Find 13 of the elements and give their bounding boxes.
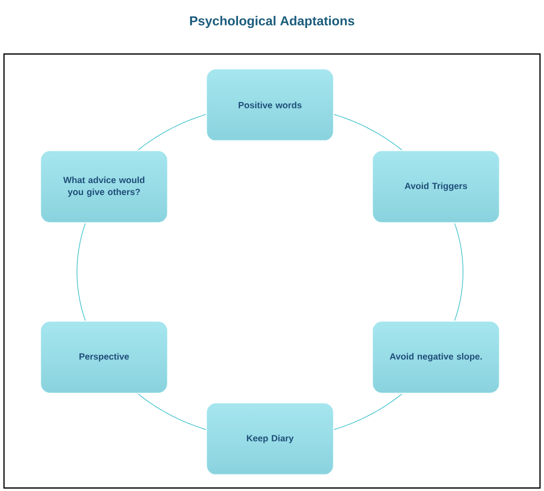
connector-arc <box>138 394 206 430</box>
rounded-box: Avoid Triggers <box>372 151 500 222</box>
connector-arc <box>334 114 402 150</box>
rounded-box: Positive words <box>206 69 334 141</box>
rounded-box: What advice would you give others? <box>40 151 168 222</box>
connector-arc <box>334 394 402 430</box>
rounded-box: Perspective <box>40 322 168 393</box>
title: Psychological Adaptations <box>190 16 354 28</box>
connector-arc <box>138 114 206 150</box>
rounded-box: Avoid negative slope. <box>372 322 500 393</box>
rounded-box: Keep Diary <box>206 403 334 475</box>
connector-arc <box>454 223 464 321</box>
connector-arc <box>76 223 86 321</box>
